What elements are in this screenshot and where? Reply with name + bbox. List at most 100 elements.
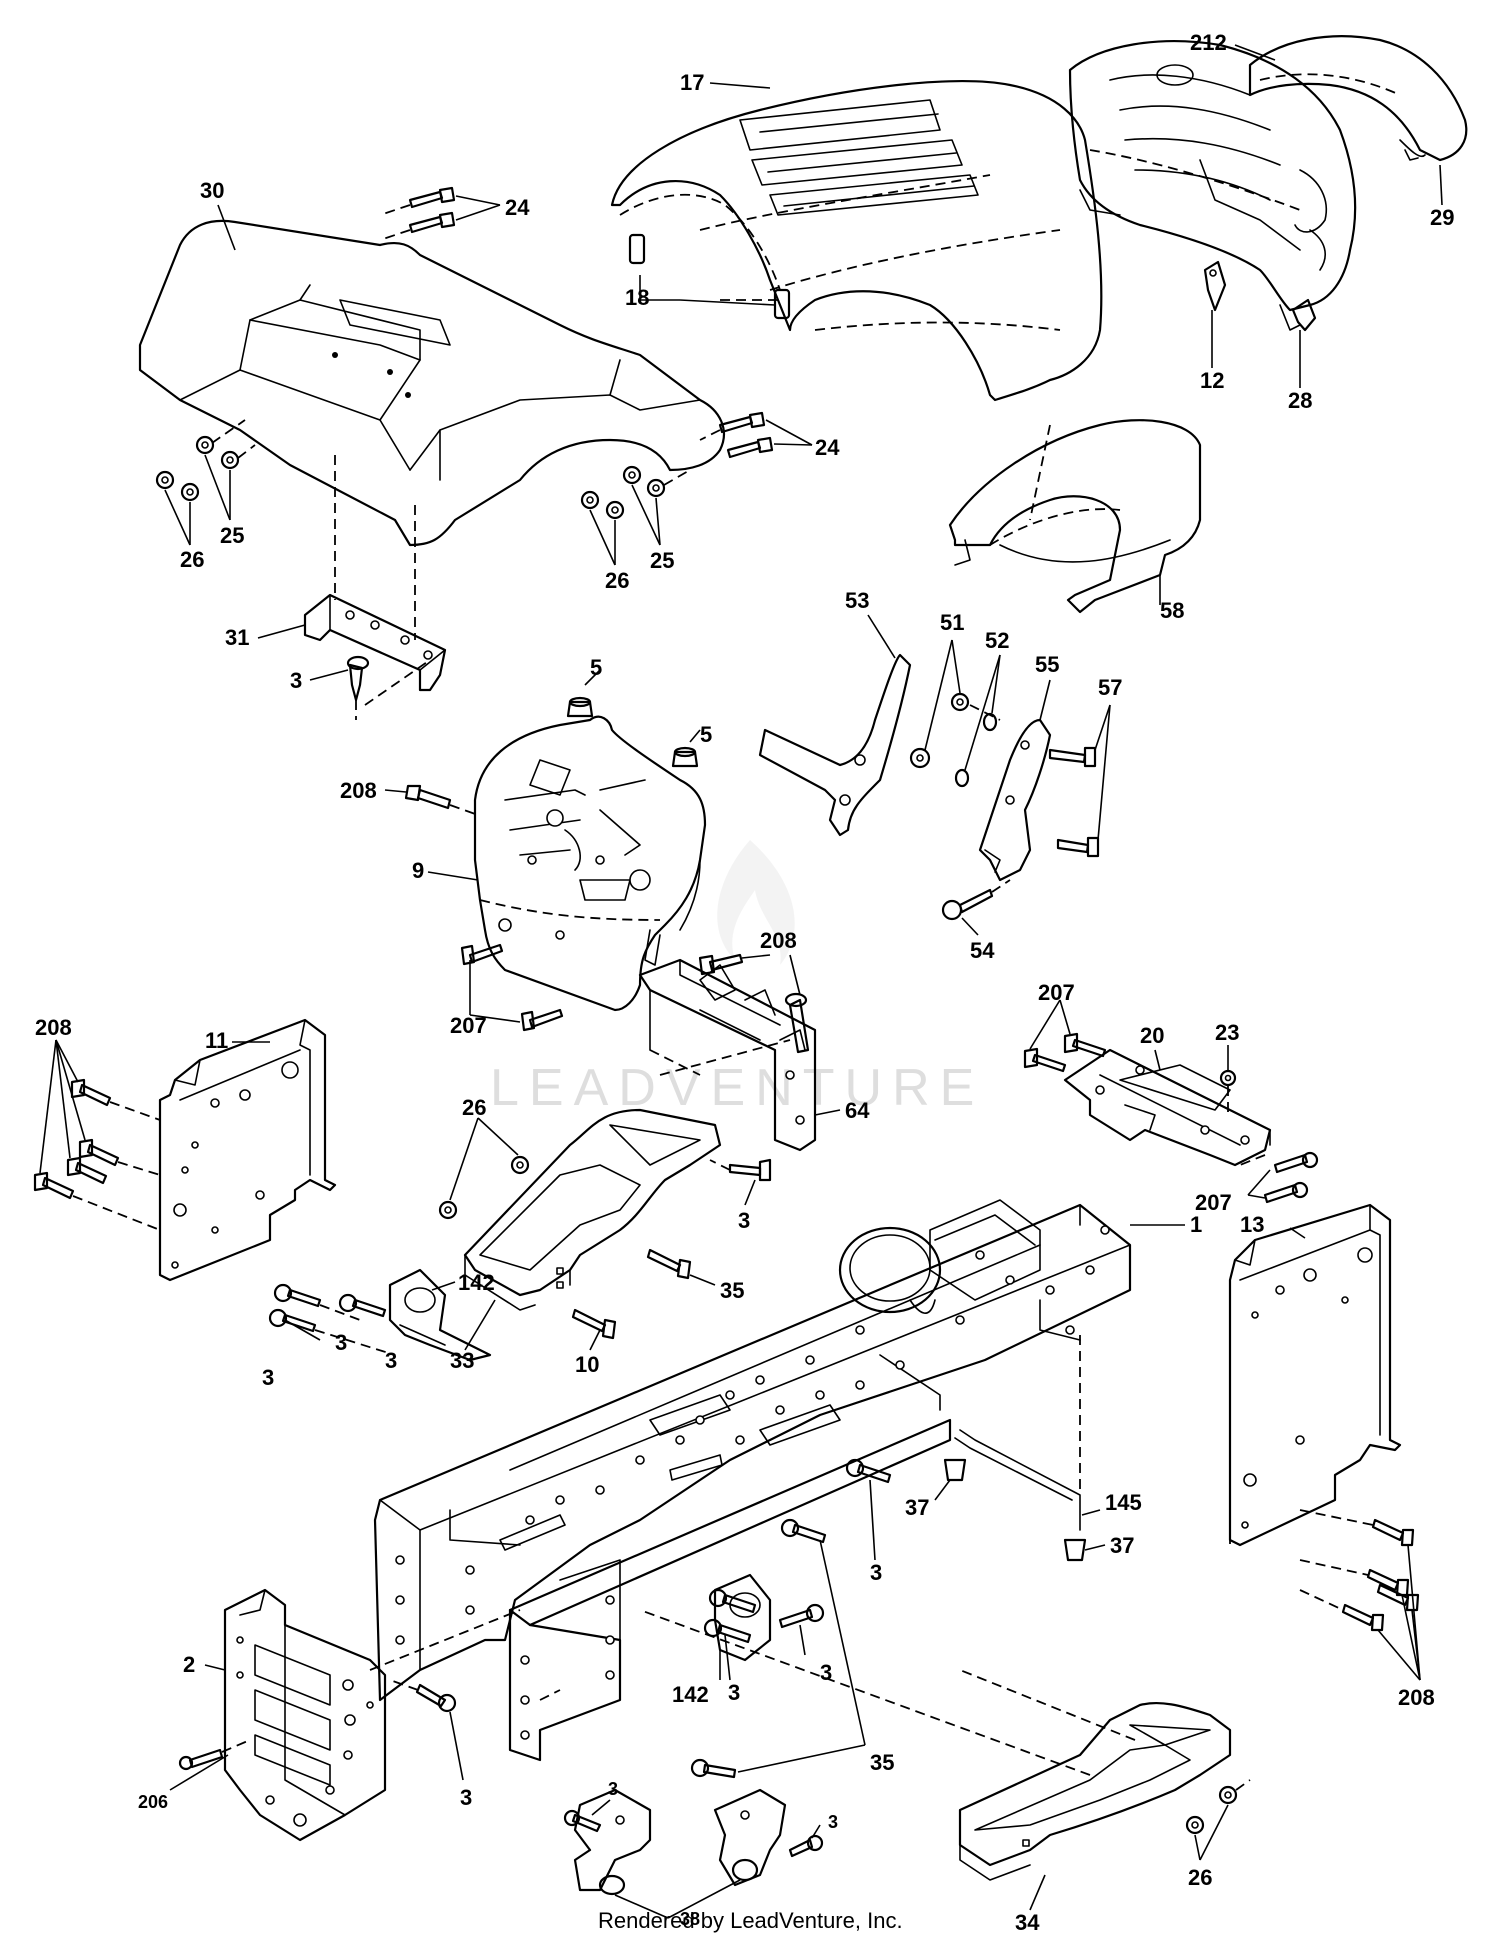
bolt-part-3-front bbox=[389, 1679, 464, 1781]
callout-208b: 208 bbox=[760, 928, 797, 953]
callout-57: 57 bbox=[1098, 675, 1122, 700]
bolt-part-3-center bbox=[845, 1458, 892, 1561]
side-panel-part-13 bbox=[1228, 1203, 1402, 1550]
callout-35a: 35 bbox=[720, 1278, 744, 1303]
nut-part-37 bbox=[934, 1458, 1106, 1562]
callout-18: 18 bbox=[625, 285, 649, 310]
callout-64: 64 bbox=[845, 1098, 870, 1123]
callout-207b: 207 bbox=[1038, 980, 1075, 1005]
rod-part-145 bbox=[954, 1335, 1101, 1531]
callout-20: 20 bbox=[1140, 1023, 1164, 1048]
callout-37b: 37 bbox=[1110, 1533, 1134, 1558]
screw-part-24-top bbox=[379, 186, 501, 241]
callout-29: 29 bbox=[1430, 205, 1454, 230]
callout-24a: 24 bbox=[505, 195, 530, 220]
screw-part-24-right bbox=[699, 411, 813, 459]
bolt-part-3-small bbox=[563, 1799, 824, 1858]
callout-3a: 3 bbox=[290, 668, 302, 693]
lever-part-55 bbox=[978, 679, 1052, 882]
callout-31: 31 bbox=[225, 625, 249, 650]
callout-2: 2 bbox=[183, 1652, 195, 1677]
callout-208a: 208 bbox=[340, 778, 377, 803]
callout-142a: 142 bbox=[458, 1270, 495, 1295]
callout-3g: 3 bbox=[728, 1680, 740, 1705]
callout-142b: 142 bbox=[672, 1682, 709, 1707]
screw-part-207-bottom bbox=[1239, 1151, 1319, 1204]
bolt-part-35-footrest bbox=[646, 1248, 716, 1286]
callout-17: 17 bbox=[680, 70, 704, 95]
callout-208c: 208 bbox=[35, 1015, 72, 1040]
callout-3d: 3 bbox=[385, 1348, 397, 1373]
callout-58: 58 bbox=[1160, 598, 1184, 623]
latch-part-12 bbox=[1203, 260, 1227, 312]
nut-part-26-right bbox=[1185, 1779, 1251, 1861]
callout-5a: 5 bbox=[590, 655, 602, 680]
screw-part-206 bbox=[169, 1739, 251, 1791]
washers-nuts-left bbox=[155, 419, 256, 546]
callout-3b: 3 bbox=[738, 1208, 750, 1233]
callout-3h: 3 bbox=[820, 1660, 832, 1685]
callout-206: 206 bbox=[138, 1792, 168, 1812]
washers-nuts-right bbox=[580, 465, 691, 566]
callout-212: 212 bbox=[1190, 30, 1227, 55]
control-bracket-part-64 bbox=[638, 958, 841, 1152]
callout-35b: 35 bbox=[870, 1750, 894, 1775]
bolt-part-57 bbox=[1048, 704, 1111, 858]
nut-part-26-footrest bbox=[438, 1117, 530, 1220]
callout-24b: 24 bbox=[815, 435, 840, 460]
bolt-part-35-frame bbox=[690, 1518, 866, 1779]
footrest-part-34 bbox=[639, 1609, 1232, 1911]
hinge-part-28 bbox=[1291, 298, 1317, 332]
callout-145: 145 bbox=[1105, 1490, 1142, 1515]
screw-part-3-bracket bbox=[309, 655, 370, 720]
heat-shield-part-58 bbox=[948, 419, 1202, 614]
frame-part-1 bbox=[373, 1199, 1185, 1702]
footer-credit: Rendered by LeadVenture, Inc. bbox=[598, 1908, 903, 1933]
callout-3j: 3 bbox=[608, 1779, 618, 1799]
callout-labels: 17 212 29 30 24 18 12 28 24 26 25 26 25 … bbox=[35, 30, 1454, 1935]
bolt-part-3-top-left bbox=[268, 1283, 396, 1356]
callout-54: 54 bbox=[970, 938, 995, 963]
callout-5b: 5 bbox=[700, 722, 712, 747]
callout-26d: 26 bbox=[1188, 1865, 1212, 1890]
bumper-pad-part-18 bbox=[628, 233, 791, 320]
frame-holes bbox=[395, 1225, 1110, 1645]
washer-part-52 bbox=[954, 654, 1001, 788]
callout-30: 30 bbox=[200, 178, 224, 203]
callout-207c: 207 bbox=[1195, 1190, 1232, 1215]
screw-part-208-right bbox=[698, 953, 810, 1054]
callout-3c: 3 bbox=[335, 1330, 347, 1355]
screw-part-207-top bbox=[1023, 999, 1107, 1073]
callout-9: 9 bbox=[412, 858, 424, 883]
callout-26c: 26 bbox=[462, 1095, 486, 1120]
callout-55: 55 bbox=[1035, 652, 1059, 677]
hood-vent-slats bbox=[739, 99, 979, 216]
callout-51: 51 bbox=[940, 610, 964, 635]
nut-part-51 bbox=[909, 639, 970, 769]
callout-38: 38 bbox=[680, 1909, 700, 1929]
bracket-part-31 bbox=[303, 455, 447, 706]
bracket-part-20 bbox=[1063, 1048, 1272, 1167]
bolt-part-10 bbox=[571, 1308, 617, 1351]
watermark-flame-icon bbox=[717, 840, 795, 965]
callout-26a: 26 bbox=[180, 547, 204, 572]
callout-26b: 26 bbox=[605, 568, 629, 593]
callout-28: 28 bbox=[1288, 388, 1312, 413]
screw-part-208-right-panel bbox=[1299, 1509, 1421, 1681]
callout-37a: 37 bbox=[905, 1495, 929, 1520]
bracket-part-142-top bbox=[388, 1268, 492, 1362]
bolt-part-3-footrest bbox=[709, 1158, 772, 1206]
callout-52: 52 bbox=[985, 628, 1009, 653]
bolt-part-3-bottom bbox=[703, 1588, 825, 1681]
callout-208d: 208 bbox=[1398, 1685, 1435, 1710]
screw-part-54 bbox=[941, 879, 1011, 936]
bracket-part-53 bbox=[758, 614, 912, 837]
fender-part-30 bbox=[138, 219, 725, 547]
callout-10: 10 bbox=[575, 1352, 599, 1377]
dash-panel-part-9 bbox=[473, 715, 707, 1012]
hood-part-17 bbox=[610, 80, 1103, 402]
callout-23: 23 bbox=[1215, 1020, 1239, 1045]
screw-part-208-dash bbox=[384, 784, 479, 816]
bracket-part-38 bbox=[573, 1788, 787, 1919]
